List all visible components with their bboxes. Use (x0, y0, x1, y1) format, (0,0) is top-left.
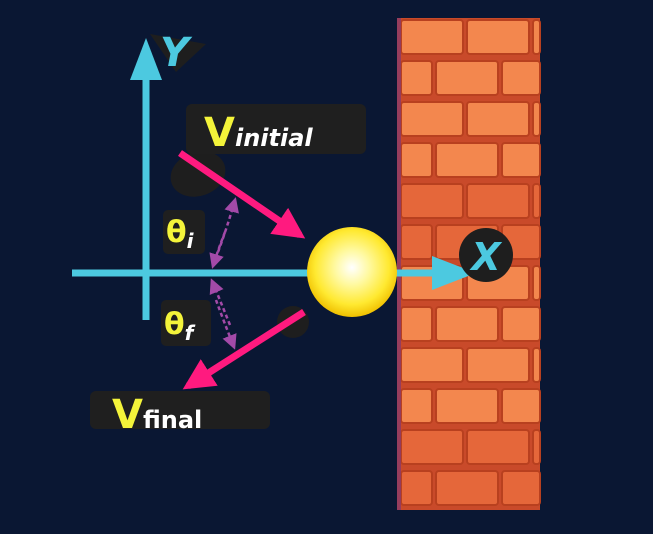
x-axis-label: X (469, 235, 502, 279)
brick (466, 429, 530, 465)
brick (466, 101, 530, 137)
v-initial-main: V (204, 110, 235, 156)
brick (532, 429, 541, 465)
theta-i-main: θ (166, 215, 187, 250)
v-initial-label-box (186, 104, 366, 154)
brick (466, 183, 530, 219)
brick (466, 19, 530, 55)
ball (307, 227, 397, 317)
brick (532, 265, 541, 301)
v-final-label: Vfinal (112, 392, 202, 438)
brick (400, 470, 433, 506)
brick (435, 470, 499, 506)
brick (435, 306, 499, 342)
brick (501, 470, 541, 506)
brick (400, 388, 433, 424)
v-initial-subscript: initial (235, 124, 313, 152)
brick (400, 306, 433, 342)
theta-i-subscript: i (187, 229, 195, 253)
theta-i-label: θi (166, 215, 195, 253)
brick (400, 142, 433, 178)
brick (400, 19, 464, 55)
v-final-main: V (112, 392, 143, 438)
theta-f-arc-lower-head (214, 299, 237, 350)
theta-f-arc (209, 278, 232, 326)
brick (466, 347, 530, 383)
y-axis-label: Y (160, 30, 193, 76)
brick (400, 429, 464, 465)
theta-f-subscript: f (185, 321, 196, 345)
brick (400, 347, 464, 383)
theta-f-label-box (161, 300, 211, 346)
v-final-subscript: final (143, 406, 202, 434)
brick (501, 388, 541, 424)
brick (400, 101, 464, 137)
v-final-label-box (90, 391, 270, 429)
v-final-arrow (182, 309, 306, 390)
theta-i-arc-lower-head (209, 231, 227, 269)
brick (400, 60, 433, 96)
incident-shadow (170, 151, 226, 197)
brick-wall (397, 18, 541, 510)
brick (532, 19, 541, 55)
theta-f-label: θf (164, 307, 196, 345)
theta-f-main: θ (164, 307, 185, 342)
v-initial-arrow (178, 150, 306, 239)
brick (501, 60, 541, 96)
theta-i-label-box (163, 210, 205, 254)
brick (435, 60, 499, 96)
brick (400, 224, 433, 260)
brick (501, 142, 541, 178)
y-axis (130, 34, 206, 320)
brick (400, 183, 464, 219)
v-initial-label: Vinitial (204, 110, 313, 156)
brick (532, 101, 541, 137)
brick (435, 388, 499, 424)
brick (532, 347, 541, 383)
brick (435, 142, 499, 178)
brick (501, 306, 541, 342)
brick (532, 183, 541, 219)
